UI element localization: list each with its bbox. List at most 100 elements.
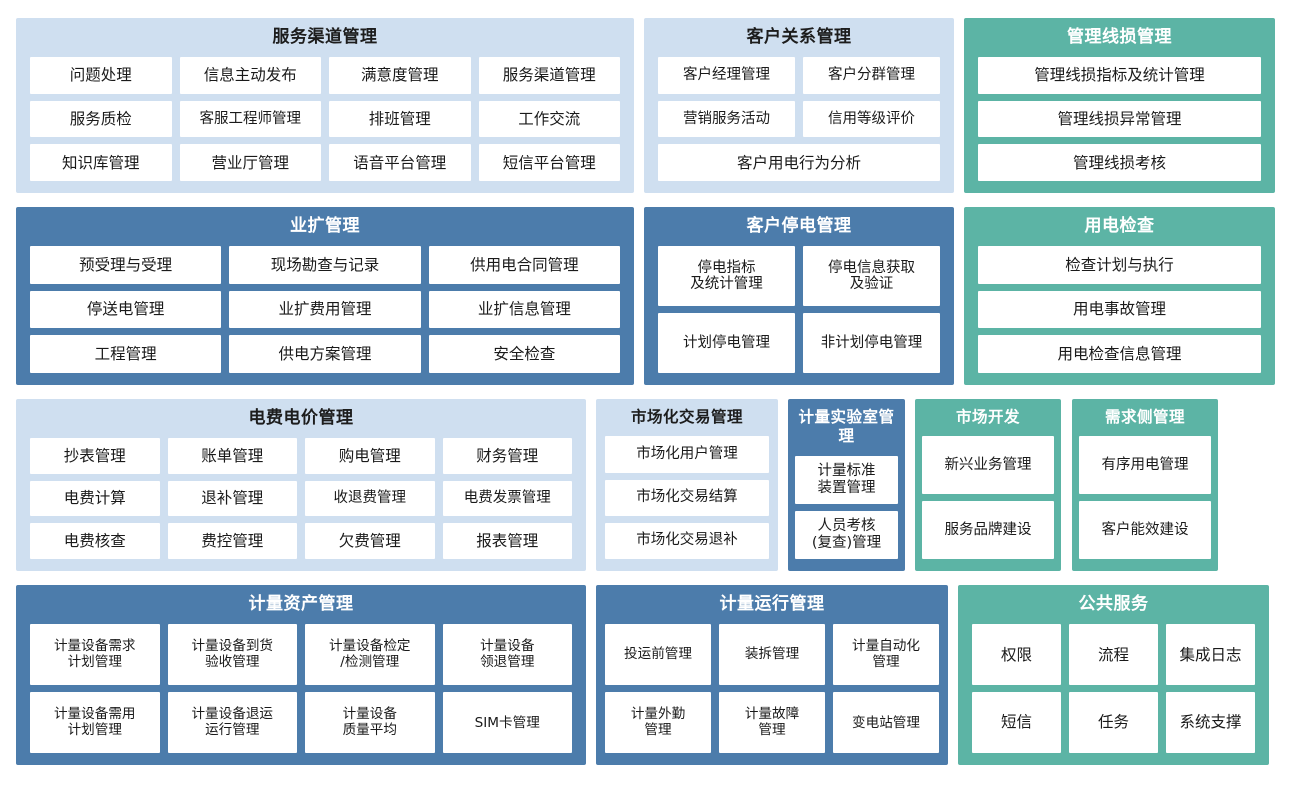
cell-item[interactable]: 管理线损指标及统计管理 xyxy=(978,57,1261,94)
cell-item[interactable]: 短信 xyxy=(972,692,1061,753)
cell-item[interactable]: 电费发票管理 xyxy=(442,480,572,517)
cell-item[interactable]: 营业厅管理 xyxy=(179,144,321,181)
cell-row: 客户经理管理 客户分群管理 xyxy=(658,57,940,94)
cell-item[interactable]: 欠费管理 xyxy=(305,523,435,559)
cell-item[interactable]: 计量设备到货 验收管理 xyxy=(167,624,297,686)
cell-item[interactable]: 系统支撑 xyxy=(1166,692,1255,753)
cell-item[interactable]: 排班管理 xyxy=(329,100,471,138)
cell-item[interactable]: 报表管理 xyxy=(442,523,572,559)
cell-item[interactable]: 客服工程师管理 xyxy=(179,100,321,138)
cell-item[interactable]: 计量故障 管理 xyxy=(719,692,825,753)
cell-item[interactable]: 计量标准 装置管理 xyxy=(795,455,898,504)
cell-item[interactable]: 投运前管理 xyxy=(605,624,711,686)
panel-metering-laboratory-management[interactable]: 计量实验室管理 计量标准 装置管理 人员考核 (复查)管理 xyxy=(788,399,905,571)
panel-cell-grid: 停电指标 及统计管理 停电信息获取 及验证 计划停电管理 非计划停电管理 xyxy=(658,246,940,373)
cell-item[interactable]: 预受理与受理 xyxy=(30,246,222,284)
cell-item[interactable]: 短信平台管理 xyxy=(478,144,620,181)
cell-row: 营销服务活动 信用等级评价 xyxy=(658,100,940,138)
cell-item[interactable]: 用电事故管理 xyxy=(978,290,1261,329)
cell-item[interactable]: 购电管理 xyxy=(305,438,435,474)
cell-item[interactable]: 权限 xyxy=(972,624,1061,686)
cell-item[interactable]: 流程 xyxy=(1069,624,1158,686)
panel-customer-outage-management[interactable]: 客户停电管理 停电指标 及统计管理 停电信息获取 及验证 计划停电管理 非计划停… xyxy=(644,207,954,385)
panel-metering-asset-management[interactable]: 计量资产管理 计量设备需求 计划管理 计量设备到货 验收管理 计量设备检定 /检… xyxy=(16,585,586,765)
cell-item[interactable]: 市场化交易退补 xyxy=(605,522,769,559)
cell-item[interactable]: 市场化交易结算 xyxy=(605,479,769,516)
panel-line-loss-management[interactable]: 管理线损管理 管理线损指标及统计管理 管理线损异常管理 管理线损考核 xyxy=(964,18,1275,193)
cell-item[interactable]: 信用等级评价 xyxy=(803,100,940,138)
panel-public-service[interactable]: 公共服务 权限 流程 集成日志 短信 任务 系统支撑 xyxy=(958,585,1269,765)
cell-item[interactable]: 供电方案管理 xyxy=(229,335,421,373)
cell-row: 计量设备需用 计划管理 计量设备退运 运行管理 计量设备 质量平均 SIM卡管理 xyxy=(30,692,572,753)
cell-item[interactable]: 管理线损异常管理 xyxy=(978,100,1261,138)
cell-item[interactable]: 服务渠道管理 xyxy=(478,57,620,94)
panel-electricity-fee-price-management[interactable]: 电费电价管理 抄表管理 账单管理 购电管理 财务管理 电费计算 退补管理 收退费… xyxy=(16,399,586,571)
cell-item[interactable]: 装拆管理 xyxy=(719,624,825,686)
panel-business-expansion-management[interactable]: 业扩管理 预受理与受理 现场勘查与记录 供用电合同管理 停送电管理 业扩费用管理… xyxy=(16,207,634,385)
panel-power-consumption-inspection[interactable]: 用电检查 检查计划与执行 用电事故管理 用电检查信息管理 xyxy=(964,207,1275,385)
panel-customer-relationship-management[interactable]: 客户关系管理 客户经理管理 客户分群管理 营销服务活动 信用等级评价 客户用电行… xyxy=(644,18,954,193)
cell-item[interactable]: 服务品牌建设 xyxy=(922,501,1054,559)
cell-item[interactable]: 现场勘查与记录 xyxy=(229,246,421,284)
cell-item[interactable]: 人员考核 (复查)管理 xyxy=(795,510,898,559)
cell-item[interactable]: 用电检查信息管理 xyxy=(978,335,1261,373)
cell-item[interactable]: 知识库管理 xyxy=(30,144,172,181)
cell-item[interactable]: 计量设备退运 运行管理 xyxy=(167,692,297,753)
cell-item[interactable]: 市场化用户管理 xyxy=(605,436,769,473)
cell-item[interactable]: 计量设备 质量平均 xyxy=(305,692,435,753)
cell-item[interactable]: 新兴业务管理 xyxy=(922,436,1054,495)
cell-item[interactable]: 账单管理 xyxy=(167,438,297,474)
panel-market-trading-management[interactable]: 市场化交易管理 市场化用户管理 市场化交易结算 市场化交易退补 xyxy=(596,399,778,571)
cell-item[interactable]: 满意度管理 xyxy=(329,57,471,94)
panel-cell-grid: 预受理与受理 现场勘查与记录 供用电合同管理 停送电管理 业扩费用管理 业扩信息… xyxy=(30,246,620,373)
cell-item[interactable]: SIM卡管理 xyxy=(442,692,572,753)
cell-item[interactable]: 语音平台管理 xyxy=(329,144,471,181)
cell-item[interactable]: 电费计算 xyxy=(30,480,160,517)
cell-item[interactable]: 业扩信息管理 xyxy=(428,290,620,329)
panel-service-channel-management[interactable]: 服务渠道管理 问题处理 信息主动发布 满意度管理 服务渠道管理 服务质检 客服工… xyxy=(16,18,634,193)
cell-item[interactable]: 客户分群管理 xyxy=(803,57,940,94)
cell-item[interactable]: 计量设备需用 计划管理 xyxy=(30,692,160,753)
cell-item[interactable]: 信息主动发布 xyxy=(179,57,321,94)
cell-item[interactable]: 业扩费用管理 xyxy=(229,290,421,329)
cell-item[interactable]: 有序用电管理 xyxy=(1079,436,1211,495)
cell-item[interactable]: 工程管理 xyxy=(30,335,222,373)
cell-item[interactable]: 非计划停电管理 xyxy=(803,313,940,373)
cell-item[interactable]: 停电信息获取 及验证 xyxy=(803,246,940,307)
cell-item[interactable]: 检查计划与执行 xyxy=(978,246,1261,284)
cell-row: 电费计算 退补管理 收退费管理 电费发票管理 xyxy=(30,480,572,517)
cell-item[interactable]: 计量设备 领退管理 xyxy=(442,624,572,686)
panel-metering-operation-management[interactable]: 计量运行管理 投运前管理 装拆管理 计量自动化 管理 计量外勤 管理 计量故障 … xyxy=(596,585,948,765)
cell-item[interactable]: 抄表管理 xyxy=(30,438,160,474)
cell-item[interactable]: 计划停电管理 xyxy=(658,313,795,373)
cell-item[interactable]: 计量设备需求 计划管理 xyxy=(30,624,160,686)
cell-item[interactable]: 停电指标 及统计管理 xyxy=(658,246,795,307)
cell-item[interactable]: 服务质检 xyxy=(30,100,172,138)
cell-item[interactable]: 费控管理 xyxy=(167,523,297,559)
cell-item[interactable]: 供用电合同管理 xyxy=(428,246,620,284)
cell-item[interactable]: 变电站管理 xyxy=(833,692,939,753)
cell-item[interactable]: 财务管理 xyxy=(442,438,572,474)
cell-item[interactable]: 客户用电行为分析 xyxy=(658,144,940,181)
cell-item[interactable]: 问题处理 xyxy=(30,57,172,94)
cell-item[interactable]: 计量设备检定 /检测管理 xyxy=(305,624,435,686)
cell-item[interactable]: 工作交流 xyxy=(478,100,620,138)
panel-market-development[interactable]: 市场开发 新兴业务管理 服务品牌建设 xyxy=(915,399,1061,571)
cell-item[interactable]: 电费核查 xyxy=(30,523,160,559)
cell-item[interactable]: 集成日志 xyxy=(1166,624,1255,686)
cell-item[interactable]: 退补管理 xyxy=(167,480,297,517)
cell-item[interactable]: 任务 xyxy=(1069,692,1158,753)
cell-item[interactable]: 安全检查 xyxy=(428,335,620,373)
panel-demand-side-management[interactable]: 需求侧管理 有序用电管理 客户能效建设 xyxy=(1072,399,1218,571)
cell-item[interactable]: 营销服务活动 xyxy=(658,100,795,138)
cell-row: 停送电管理 业扩费用管理 业扩信息管理 xyxy=(30,290,620,329)
cell-item[interactable]: 客户经理管理 xyxy=(658,57,795,94)
cell-item[interactable]: 管理线损考核 xyxy=(978,144,1261,181)
cell-item[interactable]: 停送电管理 xyxy=(30,290,222,329)
cell-item[interactable]: 计量外勤 管理 xyxy=(605,692,711,753)
cell-item[interactable]: 收退费管理 xyxy=(305,480,435,517)
cell-item[interactable]: 客户能效建设 xyxy=(1079,501,1211,559)
cell-row: 工程管理 供电方案管理 安全检查 xyxy=(30,335,620,373)
cell-item[interactable]: 计量自动化 管理 xyxy=(833,624,939,686)
